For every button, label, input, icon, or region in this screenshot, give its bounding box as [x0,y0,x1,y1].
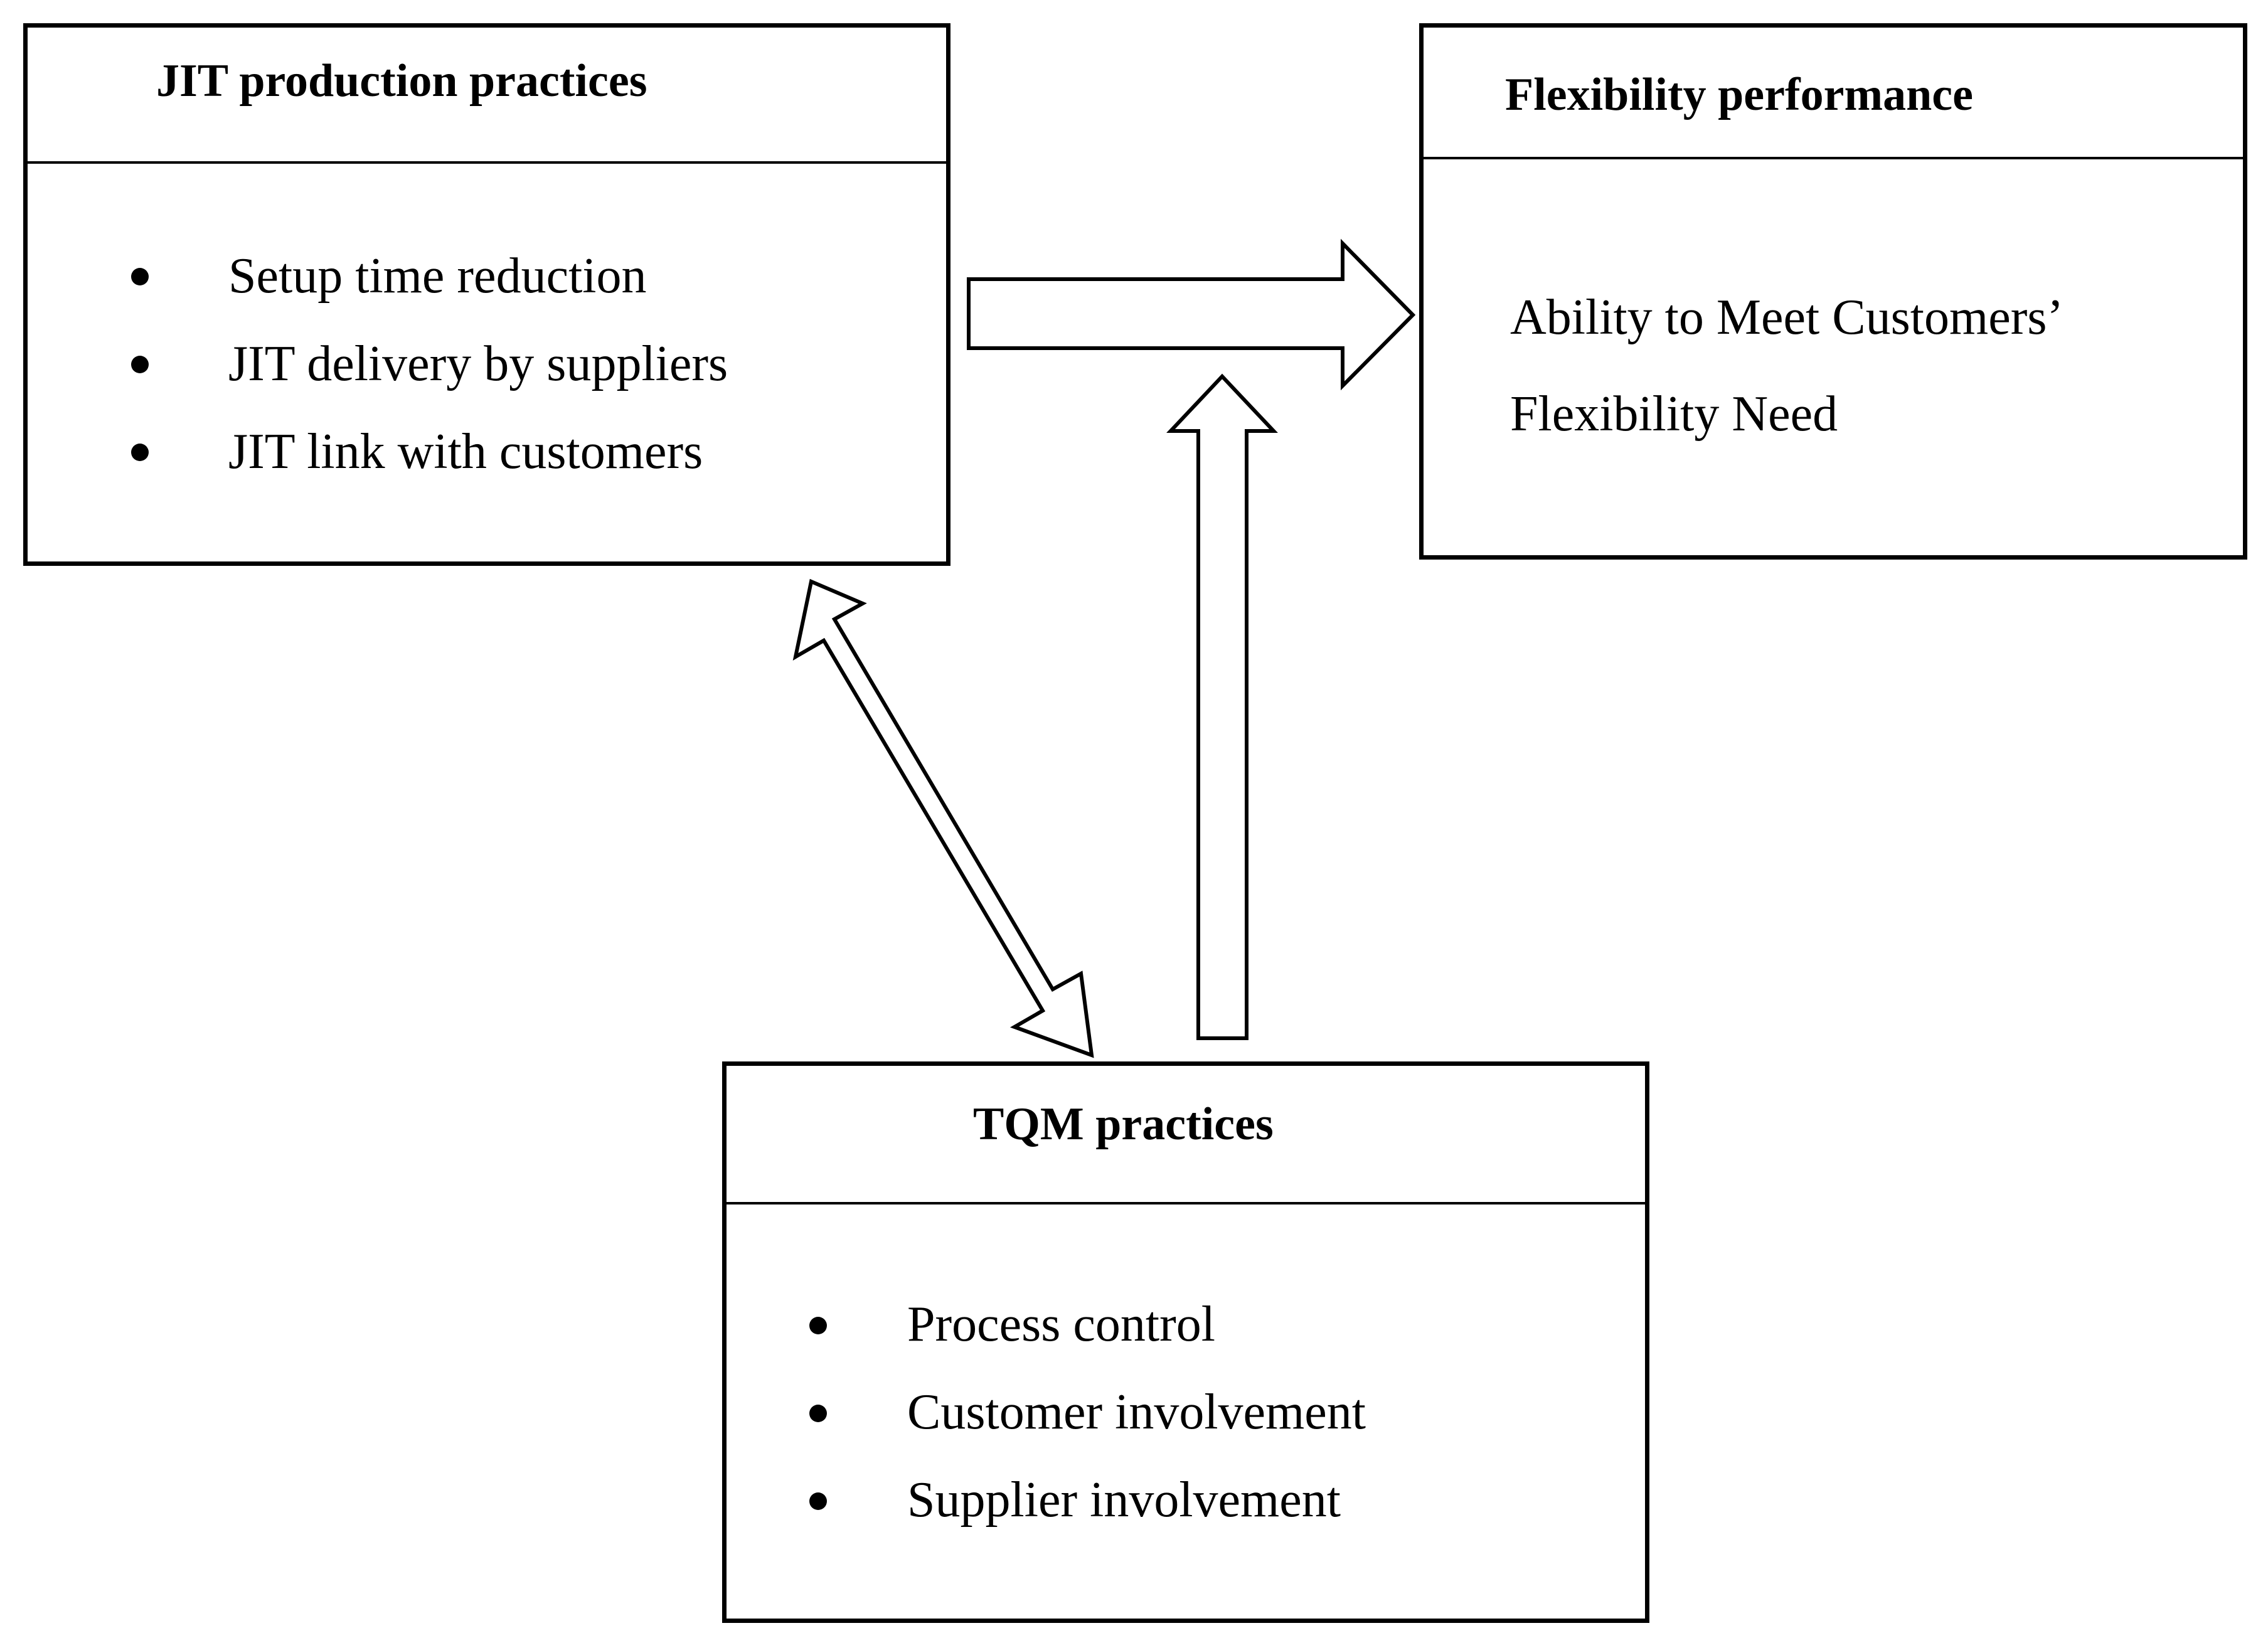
tqm-item-process-control: Process control [907,1297,1216,1352]
bullet-icon [809,1405,827,1422]
tqm-item-supplier-involvement: Supplier involvement [907,1472,1341,1528]
bullet-icon [809,1492,827,1510]
jit-item-customer-link: JIT link with customers [228,424,703,479]
bullet-icon [131,268,149,285]
tqm-to-flexibility-arrow [1166,373,1278,1040]
bullet-icon [131,356,149,373]
jit-practices-box: JIT production practices Setup time redu… [23,23,950,566]
flexibility-body-line-1: Ability to Meet Customers’ [1510,290,2064,345]
jit-practices-title: JIT production practices [156,55,647,107]
flexibility-performance-header: Flexibility performance [1424,28,2243,159]
tqm-practices-title: TQM practices [973,1098,1274,1150]
flexibility-performance-title: Flexibility performance [1505,69,1973,120]
jit-practices-header: JIT production practices [28,28,946,164]
bullet-icon [809,1317,827,1334]
jit-item-delivery: JIT delivery by suppliers [228,336,728,391]
jit-to-flexibility-arrow [967,238,1416,391]
jit-item-setup-time: Setup time reduction [228,248,647,304]
flexibility-performance-box: Flexibility performance Ability to Meet … [1419,23,2247,560]
bullet-icon [131,444,149,461]
flexibility-body-line-2: Flexibility Need [1510,386,1838,442]
jit-tqm-bidirectional-arrow [792,578,1094,1058]
tqm-practices-box: TQM practices Process control Customer i… [722,1061,1649,1623]
tqm-practices-header: TQM practices [727,1066,1645,1204]
tqm-item-customer-involvement: Customer involvement [907,1385,1366,1440]
